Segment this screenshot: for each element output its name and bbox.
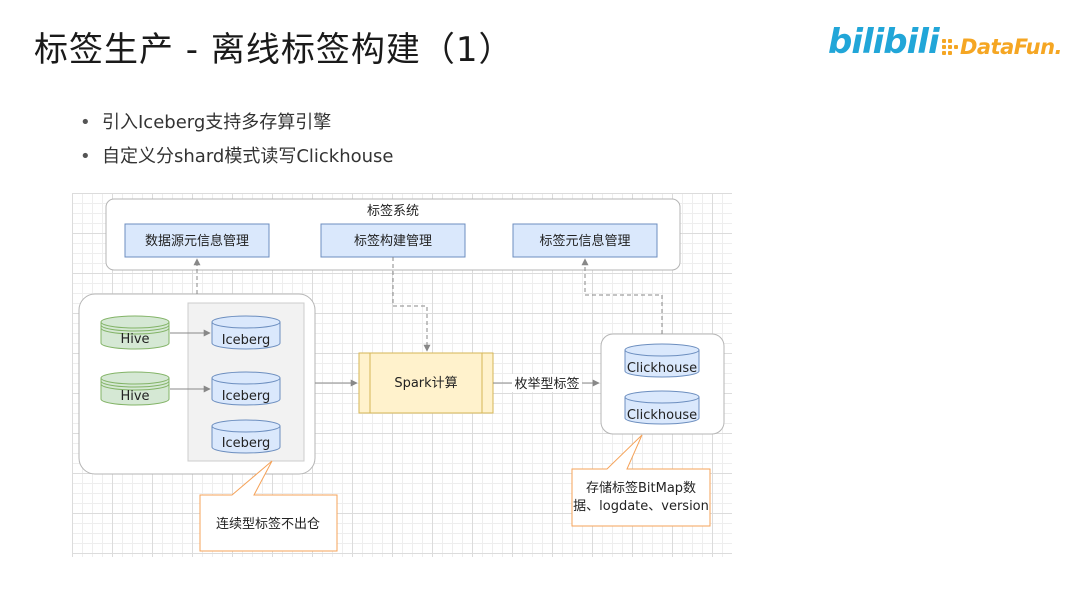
iceberg-label-1: Iceberg: [222, 333, 271, 348]
module-tag-meta: [512, 223, 658, 258]
datafun-logo: DataFun.: [942, 34, 1063, 60]
module-tag-build: [320, 223, 466, 258]
clickhouse-table-1: [624, 343, 700, 378]
iceberg-table-1: [211, 315, 281, 350]
datafun-wordmark: DataFun.: [960, 35, 1063, 59]
clickhouse-table-2: [624, 390, 700, 425]
module-tag-meta-label: 标签元信息管理: [539, 233, 630, 249]
bullet-item: 引入Iceberg支持多存算引擎: [80, 106, 394, 140]
callout-right-text-2: 据、logdate、version: [573, 499, 709, 514]
callout-left-text: 连续型标签不出仓: [216, 516, 320, 532]
hive-label-2: Hive: [120, 389, 149, 404]
dashed-clickhouse-to-tag-meta: [581, 258, 663, 334]
spark-label: Spark计算: [394, 376, 457, 391]
enum-edge-label: 枚举型标签: [514, 376, 579, 392]
tag-system-title: 标签系统: [367, 203, 419, 219]
module-datasource-meta: [124, 223, 270, 258]
callout-right-text-1: 存储标签BitMap数: [586, 480, 696, 496]
iceberg-label-3: Iceberg: [222, 436, 271, 451]
hive-table-2: [100, 371, 170, 406]
architecture-diagram: 标签系统 数据源元信息管理 标签构建管理 标签元信息管理 Hive Hive: [72, 193, 732, 557]
clickhouse-label-2: Clickhouse: [627, 408, 697, 423]
callout-left-shape: [199, 460, 338, 552]
module-datasource-meta-label: 数据源元信息管理: [145, 233, 249, 249]
bilibili-logo: bilibili: [828, 22, 940, 62]
hive-table-1: [100, 315, 170, 350]
callout-right-shape: [571, 434, 711, 527]
enum-edge-label-bg: [512, 374, 582, 392]
datafun-dots-icon: [942, 39, 958, 55]
hive-label-1: Hive: [120, 332, 149, 347]
bullet-item: 自定义分shard模式读写Clickhouse: [80, 140, 394, 174]
iceberg-table-2: [211, 371, 281, 406]
diagram-canvas: 标签系统 数据源元信息管理 标签构建管理 标签元信息管理 Hive Hive: [78, 198, 725, 552]
iceberg-table-3: [211, 419, 281, 454]
iceberg-label-2: Iceberg: [222, 389, 271, 404]
spark-compute-box: [358, 352, 494, 414]
module-tag-build-label: 标签构建管理: [354, 233, 432, 249]
page-title: 标签生产 - 离线标签构建（1）: [34, 30, 514, 70]
clickhouse-label-1: Clickhouse: [627, 361, 697, 376]
dashed-tag-build-to-spark: [392, 257, 431, 352]
bullet-list: 引入Iceberg支持多存算引擎 自定义分shard模式读写Clickhouse: [80, 106, 394, 174]
